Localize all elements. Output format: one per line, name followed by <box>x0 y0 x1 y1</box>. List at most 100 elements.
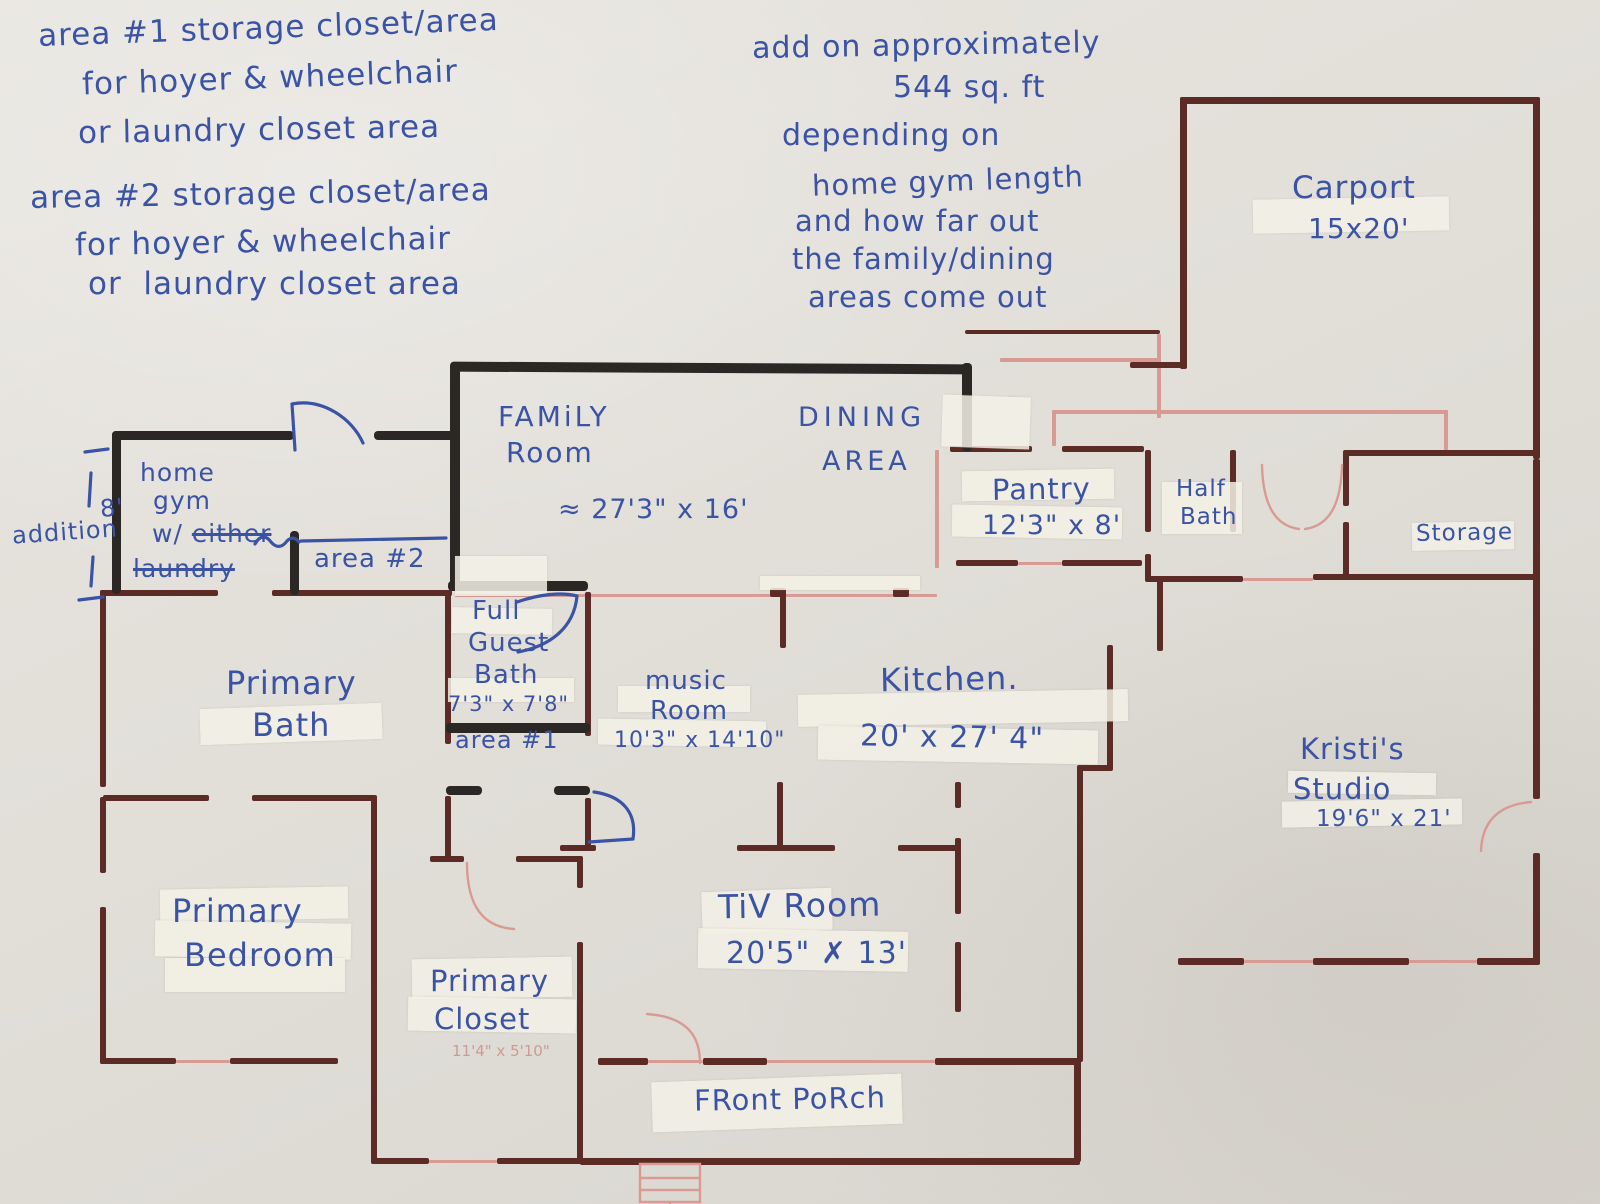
label-8ft-addition: addition <box>11 514 119 550</box>
wall-house-right <box>1533 853 1540 965</box>
wall-tvroom-right <box>955 838 961 914</box>
wall-tvroom-bottom <box>703 1058 767 1065</box>
wall-house-left <box>100 590 106 787</box>
wall-addition-gym-top <box>112 431 294 440</box>
wall-tvroom-bottom <box>935 1058 1081 1065</box>
studio-door-swing <box>1479 800 1533 853</box>
note-addon-line: and how far out <box>795 204 1040 238</box>
wall-closet-left <box>371 858 377 1164</box>
wall-closet-right <box>577 856 583 888</box>
wall-top-tick <box>893 588 909 597</box>
wall-segment <box>965 330 1160 334</box>
wall-tvroom-right <box>955 782 961 808</box>
wall-house-top <box>100 590 218 596</box>
note-area2-line: for hoyer & wheelchair <box>74 220 452 264</box>
wall-storage-left <box>1343 452 1349 506</box>
wall-bath-bedroom-divider <box>103 795 209 801</box>
wall-segment <box>1157 577 1163 651</box>
room-label-half-bath: Bath <box>1180 504 1238 530</box>
note-addon-line: depending on <box>782 118 1001 153</box>
wall-studio-left <box>1077 768 1083 1062</box>
wall-addition-gym-top <box>374 431 454 440</box>
tape-strip <box>1162 482 1242 534</box>
wall-bedroom-bottom <box>100 1058 176 1064</box>
wall-bedroom-bottom <box>230 1058 338 1064</box>
plan-line <box>455 594 937 597</box>
room-dims-family-dining: ≈ 27'3" x 16' <box>558 494 749 525</box>
note-addon-line: home gym length <box>811 159 1085 203</box>
wall-studio-bottom <box>1477 958 1539 965</box>
wall-hall <box>585 798 591 850</box>
wall-tvroom-top <box>898 845 958 851</box>
room-dims-guest-bath: 7'3" x 7'8" <box>448 692 570 716</box>
wall-halfbath-bottom <box>1145 576 1243 582</box>
room-label-guest-bath: Full <box>472 596 521 626</box>
wall-storage-top <box>1343 450 1539 456</box>
room-label-primary-closet: Primary <box>430 964 550 998</box>
wall-segment <box>1077 765 1111 771</box>
closet-door-swing <box>465 861 516 931</box>
dimension-tick <box>83 447 110 454</box>
wall-addition-gym-left <box>112 431 121 594</box>
dimension-tick <box>89 555 95 588</box>
wall-closet-top <box>516 856 582 862</box>
gym-with-prefix: w/ <box>152 519 183 548</box>
wall-musicroom-right <box>777 782 783 850</box>
plan-line <box>935 450 939 568</box>
room-dims-carport: 15x20' <box>1308 212 1410 245</box>
plan-line <box>1052 410 1448 414</box>
dimension-tick <box>87 471 93 508</box>
plan-line <box>429 1160 497 1163</box>
wall-segment <box>1130 362 1186 368</box>
note-addon-line: the family/dining <box>792 242 1055 276</box>
wall-door-stub <box>554 786 590 795</box>
plan-line <box>1018 562 1062 565</box>
plan-line <box>1243 578 1313 581</box>
room-label-carport: Carport <box>1292 170 1416 206</box>
label-area2: area #2 <box>314 544 426 574</box>
plan-line <box>176 1060 230 1063</box>
room-label-tv: TiV Room <box>717 884 882 927</box>
room-label-primary-closet: Closet <box>434 1002 531 1036</box>
wall-porch-bottom <box>580 1158 1080 1165</box>
room-label-music: Room <box>650 696 729 726</box>
wall-storage-left <box>1343 522 1349 578</box>
wall-pantry-top <box>950 446 1032 452</box>
wall-carport-left <box>1180 97 1187 369</box>
tape-strip <box>455 556 547 596</box>
wall-area2-divider <box>290 531 299 595</box>
plan-line <box>1157 334 1161 418</box>
room-label-primary-bedroom: Bedroom <box>184 936 336 974</box>
room-label-pantry: Pantry <box>991 471 1092 507</box>
wall-house-top <box>272 590 452 596</box>
wall-top-tick <box>770 588 786 597</box>
wall-addition-family-top <box>449 361 973 375</box>
wall-house-right <box>1533 459 1540 799</box>
room-label-studio: Studio <box>1293 772 1392 806</box>
plan-line <box>1409 960 1477 963</box>
plan-line <box>1052 412 1056 446</box>
tape-strip <box>760 576 920 590</box>
plan-line <box>648 1060 703 1063</box>
tape-strip <box>618 686 750 712</box>
room-dims-tv: 20'5" ✗ 13' <box>726 936 907 971</box>
room-label-primary-bath: Bath <box>252 706 331 744</box>
wall-tvroom-right <box>955 942 961 1012</box>
room-dims-primary-closet-faint: 11'4" x 5'10" <box>452 1042 550 1060</box>
plan-line <box>1000 358 1160 362</box>
wall-addition-family-left <box>450 363 460 591</box>
plan-line <box>767 1060 935 1063</box>
room-label-front-porch: FRont PoRch <box>693 1080 887 1118</box>
wall-area1-divider <box>446 723 590 733</box>
hall-door-swing <box>1303 463 1344 531</box>
wall-house-left <box>100 797 106 873</box>
wall-tvroom-top <box>737 845 835 851</box>
room-label-home-gym: home <box>140 458 215 487</box>
area1-door-swing <box>587 790 636 844</box>
wall-studio-bottom <box>1178 958 1244 965</box>
room-label-dining: DINING <box>798 402 927 433</box>
wall-closet-bottom <box>371 1158 429 1164</box>
room-dims-studio: 19'6" x 21' <box>1316 806 1452 832</box>
wall-pantry-bottom <box>1062 560 1142 566</box>
wall-segment <box>371 795 377 863</box>
